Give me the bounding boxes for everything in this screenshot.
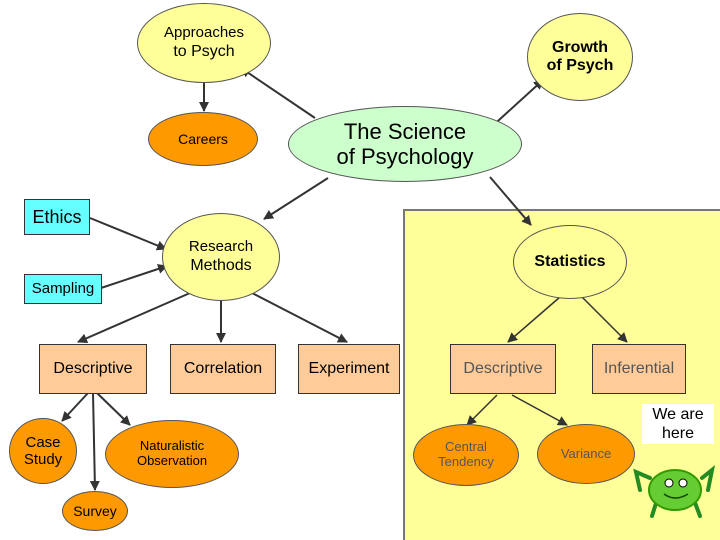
inferential-node: Inferential	[592, 344, 686, 394]
research-line2: Methods	[190, 257, 251, 275]
growth-node: Growth of Psych	[527, 13, 633, 101]
correlation-node: Correlation	[170, 344, 276, 394]
sampling-label: Sampling	[32, 280, 95, 297]
naturalistic-line2: Observation	[137, 454, 207, 469]
careers-node: Careers	[148, 112, 258, 166]
survey-label: Survey	[73, 503, 117, 519]
approaches-node: Approaches to Psych	[137, 3, 271, 83]
arrow-descriptive-to-naturalistic	[97, 393, 130, 425]
research-line1: Research	[189, 238, 253, 255]
case-study-node: Case Study	[9, 418, 77, 484]
careers-label: Careers	[178, 131, 228, 147]
research-node: Research Methods	[162, 213, 280, 301]
growth-line1: Growth	[552, 39, 608, 57]
descriptive-method-label: Descriptive	[53, 360, 132, 378]
descriptive-stats-label: Descriptive	[463, 360, 542, 378]
approaches-line1: Approaches	[164, 24, 244, 41]
science-line1: The Science	[344, 119, 466, 144]
arrow-research-to-experiment	[252, 293, 347, 342]
science-line2: of Psychology	[337, 144, 474, 169]
arrow-descriptive-to-survey	[93, 393, 95, 490]
we-are-here-label: We are here	[642, 404, 714, 444]
central-tendency-node: Central Tendency	[413, 424, 519, 486]
statistics-node: Statistics	[513, 225, 627, 299]
sampling-node: Sampling	[24, 274, 102, 304]
naturalistic-line1: Naturalistic	[140, 439, 204, 454]
correlation-label: Correlation	[184, 360, 262, 378]
central-line1: Central	[445, 440, 487, 455]
we-are-here-line2: here	[642, 424, 714, 443]
statistics-label: Statistics	[534, 253, 605, 271]
naturalistic-node: Naturalistic Observation	[105, 420, 239, 488]
central-line2: Tendency	[438, 455, 494, 470]
growth-line2: of Psych	[547, 57, 614, 75]
arrow-descriptive-to-case-study	[62, 393, 88, 421]
arrow-science-to-approaches	[241, 68, 315, 118]
experiment-node: Experiment	[298, 344, 400, 394]
survey-node: Survey	[62, 491, 128, 531]
case-study-line1: Case	[25, 434, 60, 451]
we-are-here-line1: We are	[642, 405, 714, 424]
arrow-ethics-to-research	[90, 218, 166, 249]
arrow-science-to-research	[264, 178, 328, 219]
experiment-label: Experiment	[309, 360, 390, 378]
ethics-label: Ethics	[32, 207, 81, 228]
arrow-sampling-to-research	[101, 266, 167, 288]
inferential-label: Inferential	[604, 360, 674, 378]
descriptive-stats-node: Descriptive	[450, 344, 556, 394]
descriptive-method-node: Descriptive	[39, 344, 147, 394]
ethics-node: Ethics	[24, 199, 90, 235]
science-node: The Science of Psychology	[288, 106, 522, 182]
variance-label: Variance	[561, 447, 611, 462]
case-study-line2: Study	[24, 451, 62, 468]
variance-node: Variance	[537, 424, 635, 484]
approaches-line2: to Psych	[173, 43, 234, 61]
